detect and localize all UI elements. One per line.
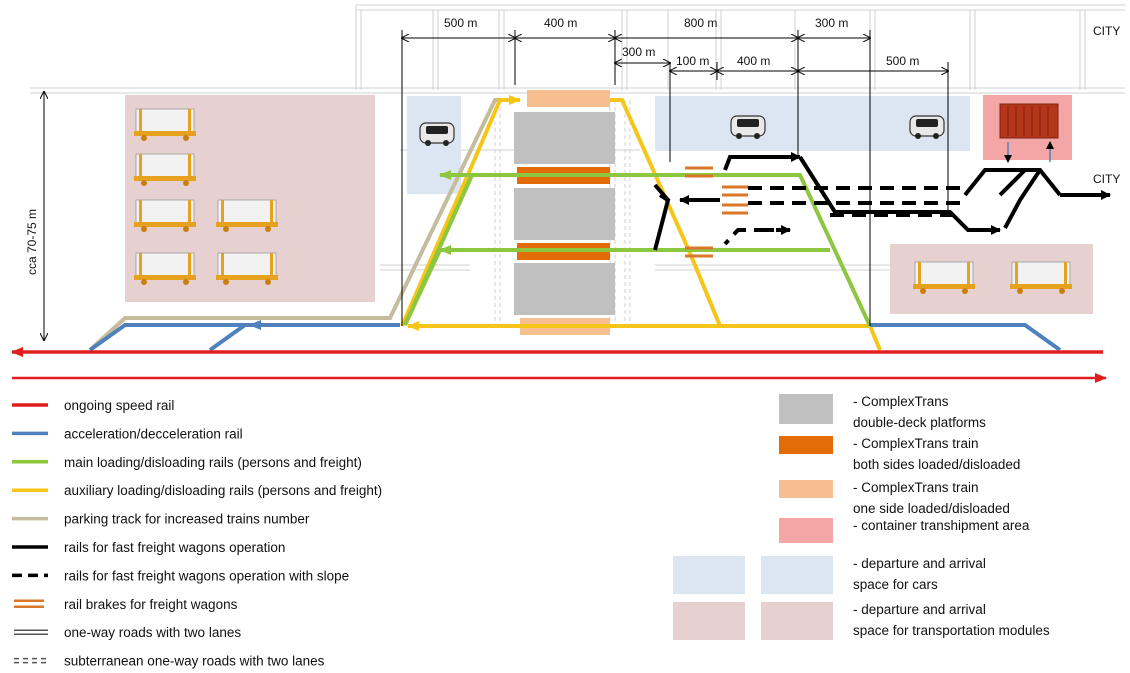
legend-item: rail brakes for freight wagons (14, 597, 238, 612)
legend-label: space for transportation modules (853, 623, 1050, 638)
train-one-side (527, 90, 610, 107)
reference-lines (401, 30, 949, 326)
car-space-left (407, 96, 461, 194)
legend-swatch (779, 394, 833, 424)
dim-400-low: 400 m (737, 54, 770, 68)
legend-swatch (779, 518, 833, 543)
city-label-right: CITY (1093, 172, 1120, 186)
freight-rails-slope (723, 186, 960, 246)
legend-label: - ComplexTrans train (853, 480, 979, 495)
dim-100: 100 m (676, 54, 709, 68)
legend-item: acceleration/decceleration rail (12, 426, 243, 441)
legend-label: parking track for increased trains numbe… (64, 512, 310, 527)
main-rails (403, 170, 872, 327)
legend-swatch (761, 556, 833, 594)
legend-item: - ComplexTrans train one side loaded/dis… (779, 480, 1010, 516)
legend-label: main loading/disloading rails (persons a… (64, 455, 362, 470)
legend-item: main loading/disloading rails (persons a… (12, 455, 362, 470)
legend-item: rails for fast freight wagons operation … (12, 568, 349, 583)
legend-item: ongoing speed rail (12, 398, 174, 413)
legend-item: subterranean one-way roads with two lane… (14, 654, 325, 669)
legend-label: rail brakes for freight wagons (64, 597, 238, 612)
dim-500-left: 500 m (444, 16, 477, 30)
legend-label: subterranean one-way roads with two lane… (64, 654, 325, 669)
platform (514, 112, 615, 164)
acceleration-rails (88, 320, 1062, 352)
freight-rails (653, 152, 1111, 251)
legend-label: acceleration/decceleration rail (64, 426, 243, 441)
legend-swatch (761, 602, 833, 640)
platform (514, 263, 615, 315)
platform (514, 188, 615, 240)
dim-300-low: 300 m (622, 45, 655, 59)
legend-label: - departure and arrival (853, 602, 986, 617)
container-icon (999, 103, 1059, 163)
height-label: cca 70-75 m (25, 209, 39, 275)
legend-swatch (779, 436, 833, 454)
car-icon (730, 115, 766, 140)
legend-label: - ComplexTrans train (853, 436, 979, 451)
legend-right: - ComplexTrans double-deck platforms- Co… (673, 394, 1050, 640)
dim-300-top: 300 m (815, 16, 848, 30)
dimension-arrows (44, 38, 948, 340)
legend-label: auxiliary loading/disloading rails (pers… (64, 483, 382, 498)
legend-label: one-way roads with two lanes (64, 625, 241, 640)
legend-label: - ComplexTrans (853, 394, 949, 409)
legend-left: ongoing speed rail acceleration/deccelera… (12, 398, 382, 669)
legend-item: one-way roads with two lanes (14, 625, 241, 640)
platforms (514, 90, 615, 335)
car-icon (419, 122, 455, 147)
legend-label: - departure and arrival (853, 556, 986, 571)
dim-400-top: 400 m (544, 16, 577, 30)
legend-item: - ComplexTrans double-deck platforms (779, 394, 986, 430)
legend-swatch (673, 556, 745, 594)
legend-label: ongoing speed rail (64, 398, 174, 413)
city-label-top: CITY (1093, 24, 1120, 38)
legend-swatch (779, 480, 833, 498)
legend-item: - departure and arrival space for transpo… (673, 602, 1050, 640)
legend-label: rails for fast freight wagons operation … (64, 568, 349, 583)
dim-500-right: 500 m (886, 54, 919, 68)
legend-label: rails for fast freight wagons operation (64, 540, 285, 555)
legend-label: - container transhipment area (853, 518, 1030, 533)
legend-item: parking track for increased trains numbe… (12, 512, 310, 527)
legend-label: both sides loaded/disloaded (853, 457, 1020, 472)
legend-label: space for cars (853, 577, 938, 592)
legend-item: rails for fast freight wagons operation (12, 540, 285, 555)
legend-swatch (673, 602, 745, 640)
car-icon (909, 115, 945, 140)
legend-item: auxiliary loading/disloading rails (pers… (12, 483, 382, 498)
rail-brakes (685, 166, 748, 258)
legend-item: - container transhipment area (779, 518, 1030, 543)
legend-label: one side loaded/disloaded (853, 501, 1010, 516)
legend-item: - ComplexTrans train both sides loaded/d… (779, 436, 1020, 472)
legend-item: - departure and arrival space for cars (673, 556, 986, 594)
legend-label: double-deck platforms (853, 415, 986, 430)
dim-800: 800 m (684, 16, 717, 30)
